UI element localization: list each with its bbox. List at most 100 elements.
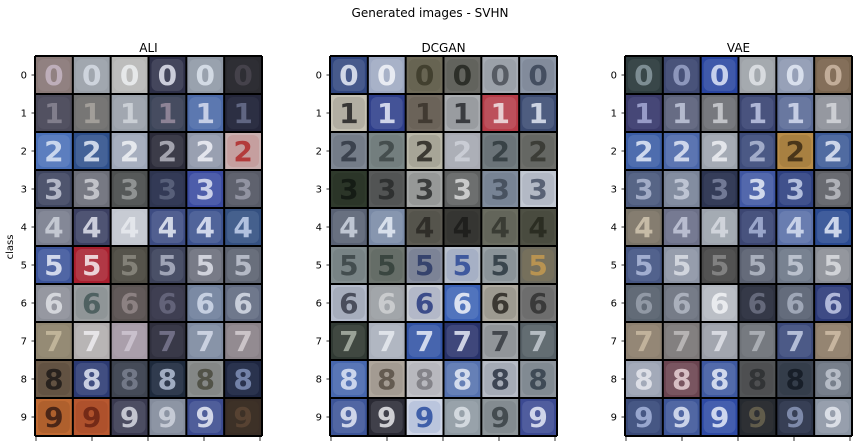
tile-digit: 7 [528, 325, 547, 358]
generated-image-tile: 2 [814, 132, 852, 170]
generated-image-tile: 9 [738, 398, 777, 436]
tile-digit: 2 [710, 135, 729, 168]
tile-digit: 1 [748, 97, 767, 130]
tile-haze [38, 401, 70, 433]
generated-image-tile: 8 [224, 360, 262, 398]
generated-image-tile: 8 [481, 360, 520, 398]
tile-haze [628, 59, 660, 91]
generated-image-tile: 5 [330, 246, 368, 284]
tile-digit: 1 [672, 97, 691, 130]
tile-haze [703, 249, 736, 281]
tile-digit: 9 [339, 401, 358, 434]
tile-digit: 1 [158, 97, 177, 130]
tile-digit: 2 [748, 135, 767, 168]
tile-digit: 7 [491, 325, 510, 358]
tile-haze [113, 59, 146, 91]
generated-image-tile: 7 [625, 322, 663, 360]
tile-haze [484, 249, 517, 281]
generated-image-tile: 6 [662, 284, 701, 322]
y-tick-label: 5 [316, 261, 322, 272]
generated-image-tile: 2 [110, 132, 149, 170]
tile-background [72, 284, 111, 322]
tile-background [224, 284, 262, 322]
tile-background [405, 56, 444, 94]
generated-image-tile: 2 [330, 132, 368, 170]
tile-background [72, 94, 111, 132]
tile-haze [446, 59, 479, 91]
tile-background [405, 208, 444, 246]
tile-background [481, 398, 520, 436]
tile-background [186, 284, 225, 322]
tile-digit: 0 [377, 59, 396, 92]
generated-image-tile: 0 [519, 56, 557, 94]
tile-haze [227, 363, 259, 395]
tile-digit: 7 [415, 325, 434, 358]
generated-image-tile: 3 [72, 170, 111, 208]
generated-image-tile: 5 [662, 246, 701, 284]
generated-image-tile: 4 [519, 208, 557, 246]
tile-background [405, 322, 444, 360]
generated-image-tile: 1 [814, 94, 852, 132]
generated-image-tile: 7 [110, 322, 149, 360]
generated-image-tile: 6 [519, 284, 557, 322]
tile-background [186, 170, 225, 208]
tile-digit: 3 [233, 173, 252, 206]
tile-digit: 6 [158, 287, 177, 320]
tile-haze [38, 135, 70, 167]
tile-background [35, 284, 73, 322]
generated-image-tile: 9 [224, 398, 262, 436]
generated-image-tile: 1 [738, 94, 777, 132]
tile-haze [628, 135, 660, 167]
tile-background [186, 322, 225, 360]
generated-image-tile: 7 [738, 322, 777, 360]
tile-background [443, 246, 482, 284]
tile-haze [113, 211, 146, 243]
tile-digit: 6 [82, 287, 101, 320]
tile-haze [370, 97, 403, 129]
tile-background [700, 360, 739, 398]
tile-digit: 3 [82, 173, 101, 206]
tile-digit: 6 [415, 287, 434, 320]
tile-haze [741, 211, 774, 243]
y-tick-label: 3 [611, 185, 617, 196]
tile-haze [189, 401, 222, 433]
tile-haze [741, 401, 774, 433]
tile-haze [703, 173, 736, 205]
tile-haze [665, 97, 698, 129]
tile-background [700, 284, 739, 322]
y-tick-label: 6 [21, 299, 27, 310]
tile-background [224, 322, 262, 360]
tile-background [110, 246, 149, 284]
tile-background [224, 246, 262, 284]
tile-haze [817, 287, 849, 319]
tile-background [776, 284, 815, 322]
tile-background [72, 246, 111, 284]
tile-digit: 8 [44, 363, 63, 396]
tile-background [662, 56, 701, 94]
tile-haze [741, 59, 774, 91]
generated-image-tile: 3 [776, 170, 815, 208]
generated-image-tile: 2 [405, 132, 444, 170]
tile-digit: 1 [377, 97, 396, 130]
tile-haze [408, 135, 441, 167]
tile-digit: 8 [453, 363, 472, 396]
tile-background [110, 208, 149, 246]
tile-haze [446, 97, 479, 129]
tile-background [662, 398, 701, 436]
tile-digit: 8 [120, 363, 139, 396]
tile-digit: 8 [710, 363, 729, 396]
y-tick-label: 3 [21, 185, 27, 196]
tile-background [330, 284, 368, 322]
tile-haze [779, 401, 812, 433]
tile-background [330, 56, 368, 94]
generated-image-tile: 1 [405, 94, 444, 132]
tile-background [625, 322, 663, 360]
tile-background [72, 170, 111, 208]
generated-image-tile: 6 [443, 284, 482, 322]
tile-background [481, 132, 520, 170]
generated-image-tile: 3 [519, 170, 557, 208]
generated-image-tile: 8 [110, 360, 149, 398]
generated-image-tile: 5 [519, 246, 557, 284]
tile-haze [227, 135, 259, 167]
